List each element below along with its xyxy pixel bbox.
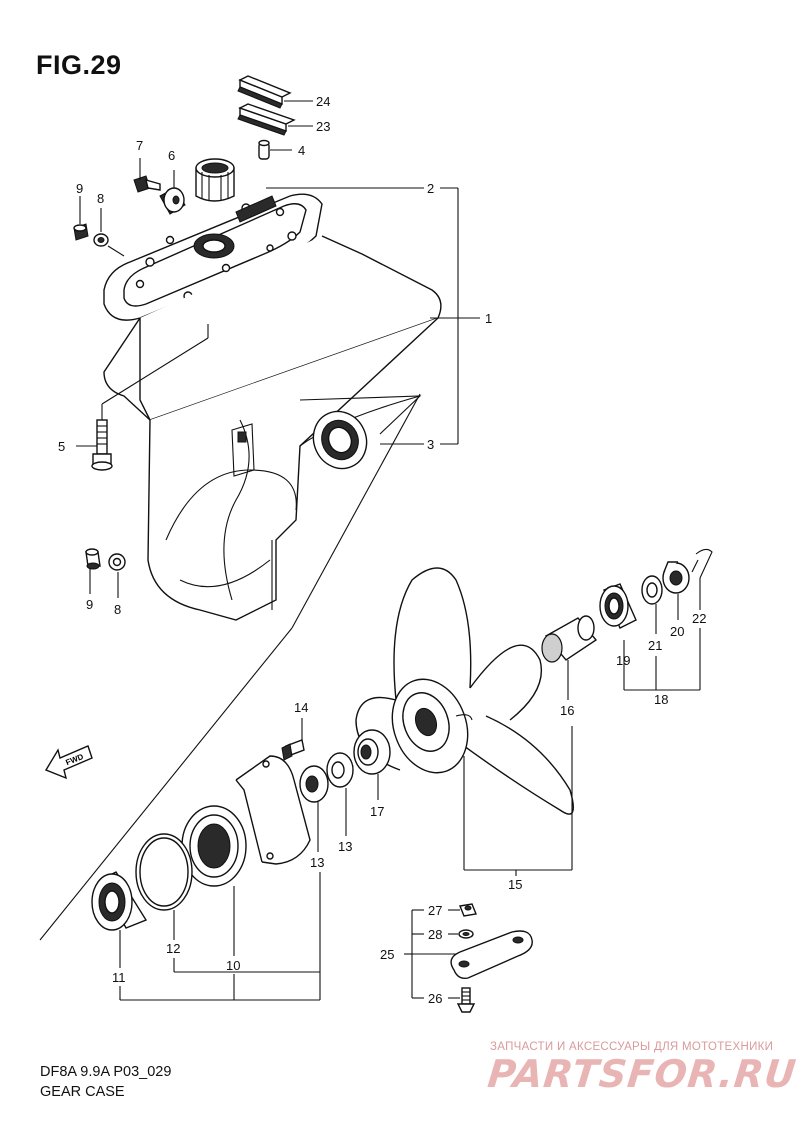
callout-23: 23 — [316, 119, 330, 134]
figure-name: GEAR CASE — [40, 1084, 125, 1100]
part-6-bushing[interactable] — [159, 187, 186, 215]
figure-title: FIG.29 — [36, 50, 122, 80]
callout-27: 27 — [428, 903, 442, 918]
part-24-strip[interactable] — [237, 75, 292, 109]
part-22-cotter-pin[interactable] — [691, 548, 713, 579]
callout-5: 5 — [58, 439, 65, 454]
part-8-washer-lower[interactable] — [108, 553, 126, 571]
callout-8-lower: 8 — [114, 602, 121, 617]
part-17-stopper[interactable] — [353, 729, 391, 775]
callout-21: 21 — [648, 638, 662, 653]
callout-28: 28 — [428, 927, 442, 942]
callout-19: 19 — [616, 653, 630, 668]
callout-13-b: 13 — [338, 839, 352, 854]
callout-17: 17 — [370, 804, 384, 819]
callout-9-upper: 9 — [76, 181, 83, 196]
part-4-dowel-pin[interactable] — [258, 139, 270, 160]
part-1-gear-case[interactable] — [103, 193, 442, 621]
part-9-bolt-upper[interactable] — [73, 223, 89, 241]
callout-26: 26 — [428, 991, 442, 1006]
callout-6: 6 — [168, 148, 175, 163]
callout-18: 18 — [654, 692, 668, 707]
part-21-washer[interactable] — [641, 575, 663, 605]
part-12-o-ring[interactable] — [135, 833, 193, 911]
part-16-bushing[interactable] — [541, 615, 598, 663]
callout-12: 12 — [166, 941, 180, 956]
part-28-washer[interactable] — [458, 929, 474, 939]
callout-2: 2 — [427, 181, 434, 196]
callout-22: 22 — [692, 611, 706, 626]
part-27-nut[interactable] — [459, 903, 477, 917]
part-14-bolt[interactable] — [281, 739, 305, 761]
fwd-arrow-icon: FWD — [44, 745, 93, 780]
callout-20: 20 — [670, 624, 684, 639]
part-20-nut[interactable] — [662, 561, 690, 594]
callout-11: 11 — [112, 970, 126, 985]
part-10-shaft-housing[interactable] — [181, 755, 311, 887]
part-23-strip[interactable] — [237, 103, 296, 136]
part-7-bolt[interactable] — [133, 175, 161, 193]
part-8-washer-upper[interactable] — [93, 233, 109, 247]
callout-labels: 1 2 3 4 5 6 7 8 9 8 9 10 11 12 13 13 14 … — [58, 94, 706, 1006]
part-3-bearing[interactable] — [304, 403, 376, 478]
part-9-bolt-lower[interactable] — [85, 548, 101, 570]
callout-8-upper: 8 — [97, 191, 104, 206]
watermark-logo[interactable]: PARTSFOR.RU — [485, 1052, 799, 1096]
callout-15: 15 — [508, 877, 522, 892]
callout-13-a: 13 — [310, 855, 324, 870]
part-25-anode[interactable] — [450, 930, 533, 980]
callout-24: 24 — [316, 94, 330, 109]
callout-7: 7 — [136, 138, 143, 153]
callout-25: 25 — [380, 947, 394, 962]
part-15-propeller[interactable] — [355, 567, 574, 815]
callout-4: 4 — [298, 143, 305, 158]
part-26-screw[interactable] — [456, 987, 476, 1013]
part-13-washer-a[interactable] — [326, 752, 354, 788]
callout-3: 3 — [427, 437, 434, 452]
callout-10: 10 — [226, 958, 240, 973]
model-code: DF8A 9.9A P03_029 — [40, 1064, 172, 1080]
callout-14: 14 — [294, 700, 308, 715]
callout-9-lower: 9 — [86, 597, 93, 612]
part-11-oil-seal[interactable] — [91, 871, 148, 931]
watermark-tagline: ЗАПЧАСТИ И АКСЕССУАРЫ ДЛЯ МОТОТЕХНИКИ — [490, 1041, 774, 1053]
callout-16: 16 — [560, 703, 574, 718]
part-13-washer-b[interactable] — [299, 765, 329, 803]
part-5-bolt[interactable] — [91, 419, 113, 471]
needle-bearing[interactable] — [195, 158, 235, 202]
leader-lines — [76, 100, 701, 1001]
part-19-spacer[interactable] — [599, 583, 637, 629]
callout-1: 1 — [485, 311, 492, 326]
